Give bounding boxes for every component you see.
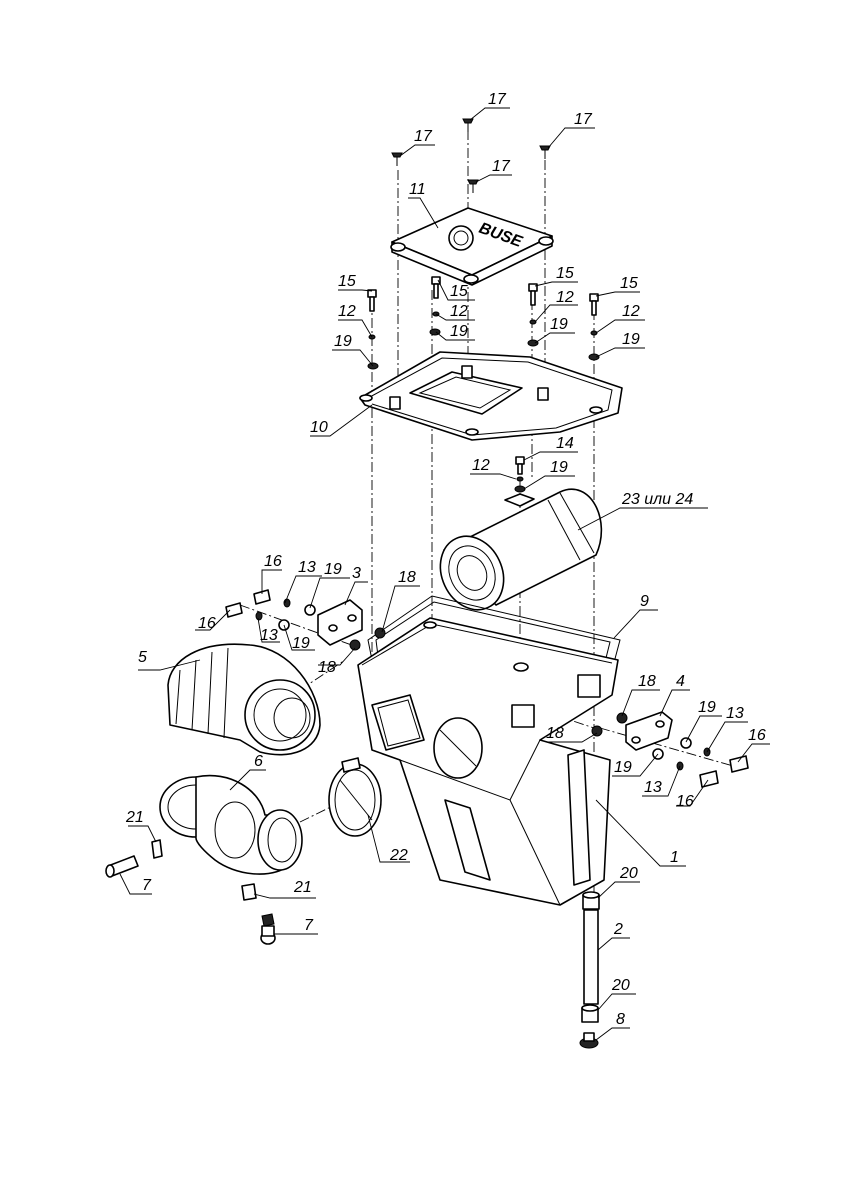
- callout-17: 17: [488, 91, 507, 108]
- callout-13: 13: [260, 627, 278, 644]
- callout-5: 5: [138, 649, 147, 666]
- bolt-14-group: [504, 456, 535, 507]
- callout-19: 19: [550, 459, 568, 476]
- callout-12: 12: [472, 457, 490, 474]
- callout-1: 1: [670, 849, 679, 866]
- callout-14: 14: [556, 435, 574, 452]
- callout-21: 21: [125, 809, 144, 826]
- callout-20: 20: [619, 865, 638, 882]
- callout-18: 18: [318, 659, 336, 676]
- callout-8: 8: [616, 1011, 625, 1028]
- callout-2: 2: [613, 921, 623, 938]
- callout-6: 6: [254, 753, 263, 770]
- callout-labels: 17 17 17 17 11 15 12 19 15 12 19 15 12 1…: [125, 91, 766, 1028]
- fittings-21-7: [105, 839, 276, 945]
- callout-12: 12: [338, 303, 356, 320]
- callout-19: 19: [614, 759, 632, 776]
- callout-4: 4: [676, 673, 685, 690]
- callout-19: 19: [450, 323, 468, 340]
- callout-23-or-24: 23 или 24: [621, 491, 693, 508]
- callout-15: 15: [338, 273, 356, 290]
- callout-13: 13: [298, 559, 316, 576]
- air-box-housing-1: [357, 617, 619, 906]
- bracket-4-group: [591, 711, 749, 788]
- leader-lines: [119, 107, 770, 1041]
- callout-19: 19: [292, 635, 310, 652]
- callout-12: 12: [622, 303, 640, 320]
- cover-plate-10: [359, 351, 623, 441]
- callout-15: 15: [620, 275, 638, 292]
- bracket-3-group: [225, 589, 386, 651]
- callout-18: 18: [638, 673, 656, 690]
- lower-duct-6: [159, 774, 303, 875]
- callout-19: 19: [622, 331, 640, 348]
- callout-18: 18: [546, 725, 564, 742]
- callout-16: 16: [264, 553, 282, 570]
- callout-16: 16: [198, 615, 216, 632]
- callout-16: 16: [676, 793, 694, 810]
- callout-12: 12: [450, 303, 468, 320]
- callout-15: 15: [450, 283, 468, 300]
- callout-17: 17: [414, 128, 433, 145]
- callout-15: 15: [556, 265, 574, 282]
- callout-19: 19: [334, 333, 352, 350]
- callout-18: 18: [398, 569, 416, 586]
- callout-7: 7: [142, 877, 152, 894]
- callout-7: 7: [304, 917, 314, 934]
- callout-19: 19: [698, 699, 716, 716]
- callout-3: 3: [352, 565, 361, 582]
- filter-element-23: [439, 488, 603, 611]
- intake-duct-5: [167, 643, 321, 756]
- callout-13: 13: [726, 705, 744, 722]
- screw-17-group: [391, 118, 551, 193]
- callout-9: 9: [640, 593, 649, 610]
- drain-tube-group: [579, 891, 600, 1049]
- callout-21: 21: [293, 879, 312, 896]
- callout-16: 16: [748, 727, 766, 744]
- lid-cover-11: BUSE: [390, 207, 554, 286]
- callout-17: 17: [492, 158, 511, 175]
- callout-22: 22: [389, 847, 408, 864]
- callout-10: 10: [310, 419, 328, 436]
- callout-17: 17: [574, 111, 593, 128]
- callout-12: 12: [556, 289, 574, 306]
- callout-11: 11: [409, 181, 426, 198]
- callout-19: 19: [550, 316, 568, 333]
- callout-13: 13: [644, 779, 662, 796]
- clamp-22: [328, 757, 382, 837]
- callout-20: 20: [611, 977, 630, 994]
- callout-19: 19: [324, 561, 342, 578]
